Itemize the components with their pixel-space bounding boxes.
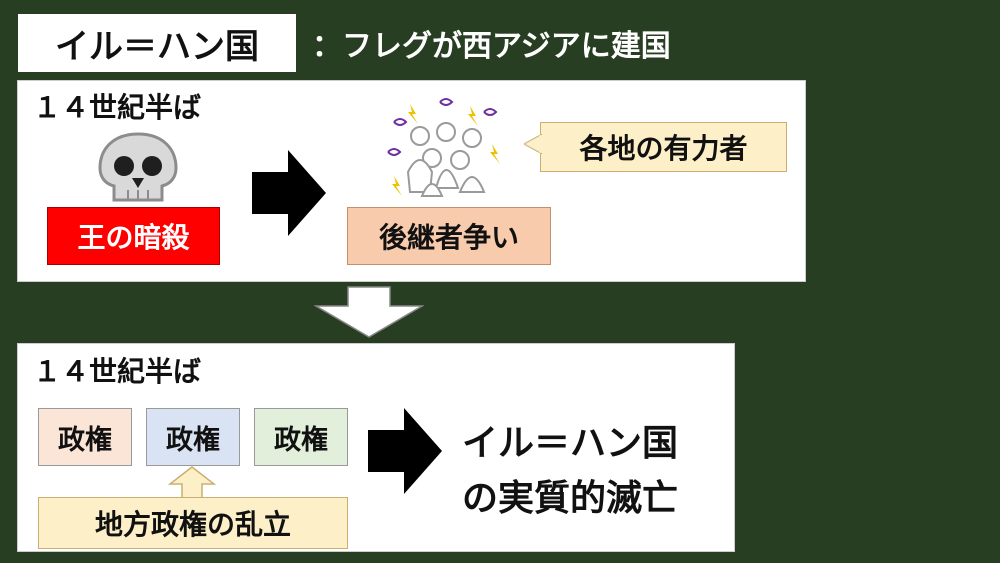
gov-box-2: 政権 xyxy=(146,408,240,466)
cause-box: 王の暗殺 xyxy=(47,207,220,265)
result-text: イル＝ハン国 の実質的滅亡 xyxy=(462,416,722,526)
skull-icon xyxy=(98,132,178,202)
page-title: イル＝ハン国 xyxy=(18,14,296,72)
gov-box-1: 政権 xyxy=(38,408,132,466)
local-regimes-box: 地方政権の乱立 xyxy=(38,497,348,549)
result-line-1: イル＝ハン国 xyxy=(462,423,679,464)
influential-people-callout: 各地の有力者 xyxy=(540,122,787,172)
callout-pointer xyxy=(524,134,542,154)
page-subtitle: ：フレグが西アジアに建国 xyxy=(312,29,671,64)
succession-dispute-box: 後継者争い xyxy=(347,207,551,265)
right-arrow-icon xyxy=(252,150,326,236)
result-line-2: の実質的滅亡 xyxy=(462,478,679,519)
right-arrow-icon xyxy=(368,408,442,494)
panel1-date: １４世紀半ば xyxy=(33,91,202,124)
gov-box-3: 政権 xyxy=(254,408,348,466)
panel2-date: １４世紀半ば xyxy=(33,355,202,388)
crowd-fight-icon xyxy=(387,98,500,197)
up-arrow-icon xyxy=(168,466,216,498)
down-arrow-icon xyxy=(314,286,424,338)
